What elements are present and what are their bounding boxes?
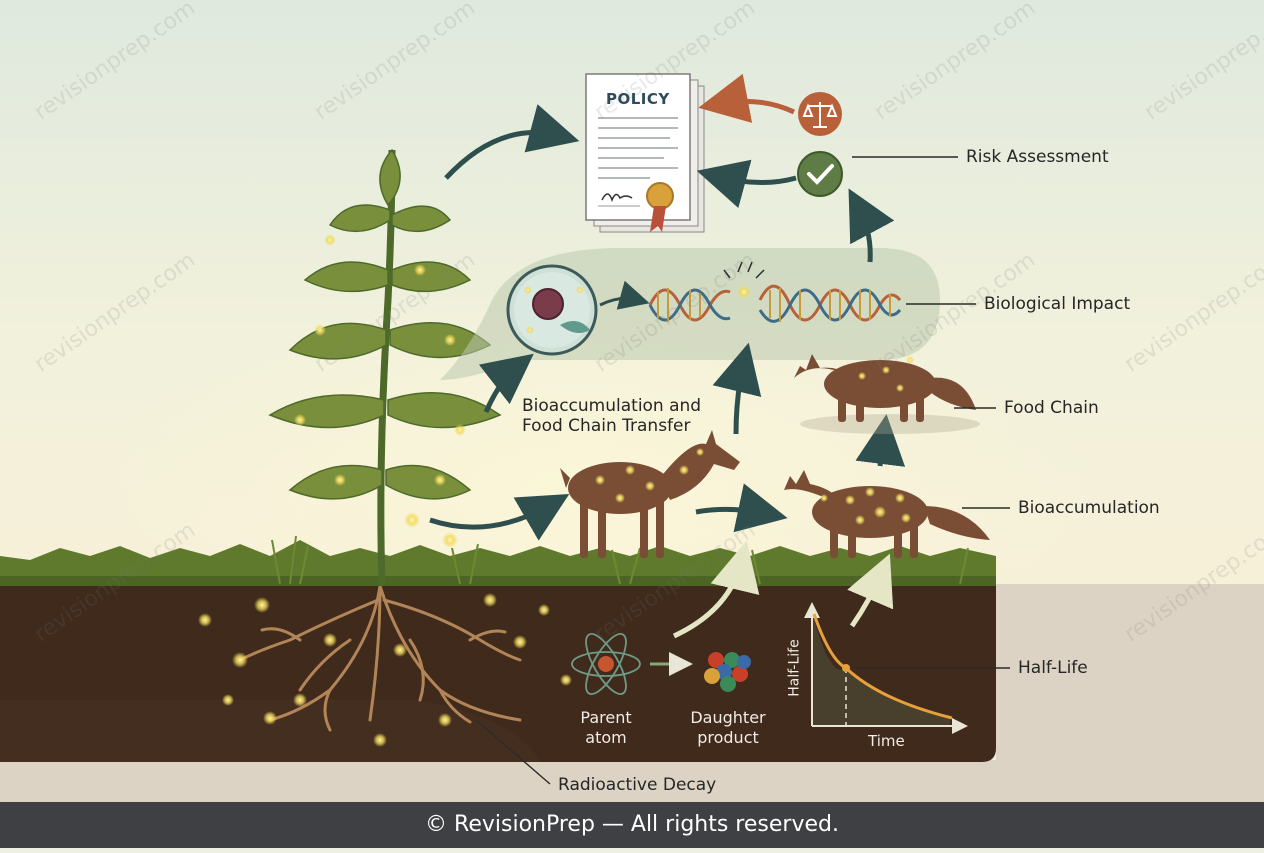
parent-atom-icon	[571, 633, 641, 695]
graph-y-axis-label: Half-Life	[786, 639, 803, 697]
half-life-graph	[804, 602, 968, 734]
scales-icon	[798, 92, 842, 136]
fox-lower-illustration	[784, 470, 990, 558]
deer-illustration	[560, 430, 740, 558]
bioaccumulation-transfer-label-line1: Bioaccumulation and	[522, 396, 702, 416]
plant	[268, 148, 502, 587]
half-life-label: Half-Life	[1018, 658, 1088, 678]
policy-title: POLICY	[606, 90, 670, 108]
bioaccumulation-label: Bioaccumulation	[1018, 498, 1160, 518]
checkmark-icon	[797, 151, 843, 197]
biological-impact-label: Biological Impact	[984, 294, 1131, 314]
risk-assessment-label: Risk Assessment	[966, 147, 1109, 167]
parent-atom-label-line1: Parent	[580, 708, 632, 727]
parent-atom-label-line2: atom	[585, 728, 627, 747]
leader-lines	[475, 156, 1010, 785]
plant-roots	[238, 584, 522, 732]
policy-document	[585, 73, 705, 233]
daughter-product-icon	[704, 652, 751, 692]
bioaccumulation-transfer-label-line2: Food Chain Transfer	[522, 416, 691, 436]
cell-illustration	[506, 264, 598, 356]
daughter-product-label-line1: Daughter	[690, 708, 766, 727]
food-chain-label: Food Chain	[1004, 398, 1099, 418]
graph-x-axis-label: Time	[868, 732, 905, 750]
radiation-particles	[198, 234, 572, 747]
radioactive-decay-label: Radioactive Decay	[558, 775, 717, 795]
daughter-product-label-line2: product	[697, 728, 759, 747]
copyright-footer: © RevisionPrep — All rights reserved.	[0, 802, 1264, 848]
dna-helix	[648, 261, 902, 323]
fox-upper-illustration	[794, 354, 976, 422]
